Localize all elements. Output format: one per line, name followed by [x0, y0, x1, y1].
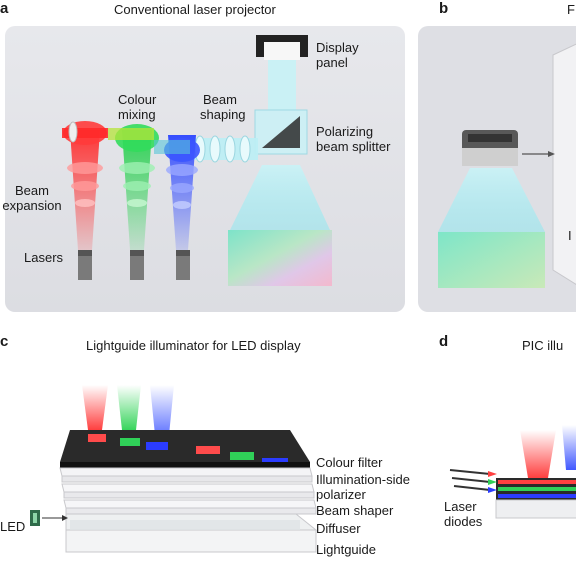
- panel-c-title: Lightguide illuminator for LED display: [86, 338, 301, 353]
- laser-diode-pins: [449, 469, 497, 493]
- panel-beam: [268, 60, 296, 115]
- panel-d-blue-emission: [562, 425, 576, 470]
- panel-a-title: Conventional laser projector: [114, 2, 276, 17]
- colour-filter-layer: [60, 430, 310, 468]
- panel-d-letter: d: [439, 333, 449, 350]
- projected-image: [228, 230, 332, 286]
- display-panel: [256, 35, 308, 60]
- lightguide-slab: [65, 513, 318, 553]
- panel-d-red-emission: [520, 430, 556, 478]
- panel-b-title: F: [567, 2, 575, 17]
- panel-b-letter: b: [439, 0, 449, 17]
- label-beam-shaper: Beam shaper: [316, 503, 394, 518]
- beam-shaping-lenses: [190, 135, 258, 163]
- label-lasers: Lasers: [24, 250, 64, 265]
- illumination-polarizer-layer: [59, 467, 313, 483]
- red-emission: [82, 385, 108, 430]
- green-emission: [117, 385, 141, 430]
- blue-laser-path: [154, 135, 200, 250]
- label-diffuser: Diffuser: [316, 521, 361, 536]
- pic-waveguide-chip: [495, 478, 576, 519]
- label-led: LED: [0, 519, 26, 534]
- green-laser-path: [108, 124, 159, 250]
- panel-b-display: [552, 43, 576, 285]
- diffuser-layer: [63, 499, 317, 515]
- label-colour-filter: Colour filter: [316, 455, 383, 470]
- panel-c-letter: c: [0, 333, 9, 350]
- beam-shaper-layer: [61, 483, 315, 499]
- panel-b-projector: [462, 130, 518, 166]
- panel-b-screen: [438, 232, 545, 288]
- polarizing-beam-splitter: [254, 109, 308, 155]
- red-laser-path: [62, 121, 108, 250]
- panel-a-letter: a: [0, 0, 9, 17]
- projection-cone: [230, 165, 330, 230]
- led-source: [30, 510, 68, 526]
- laser-units: [78, 250, 190, 280]
- panel-b-side-text: I: [568, 228, 572, 243]
- label-lightguide: Lightguide: [316, 542, 376, 557]
- panel-b-cone: [438, 168, 545, 232]
- panel-d-title: PIC illu: [522, 338, 564, 353]
